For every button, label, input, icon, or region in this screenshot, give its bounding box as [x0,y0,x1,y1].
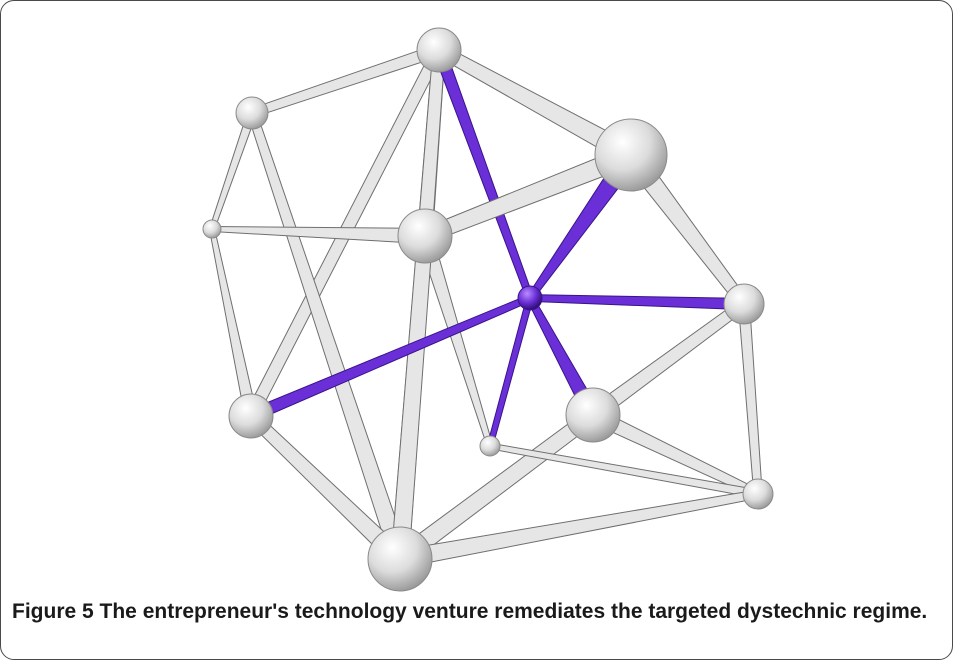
highlighted-edge-n-hub-n-small-mid [486,296,534,448]
node-n-small-mid [479,435,501,457]
hub-node-n-hub [517,285,543,311]
edge-n-left-small-n-center [211,226,426,245]
node-n-center [397,208,453,264]
node-n-top [416,27,462,73]
node-n-lower-right [742,478,774,510]
caption-text: The entrepreneur's technology venture re… [93,600,928,623]
node-n-right [723,283,765,325]
caption-label: Figure 5 [12,600,94,623]
edges-layer [209,43,763,569]
figure-caption: Figure 5 The entrepreneur's technology v… [12,600,947,624]
node-n-large-right [594,118,668,192]
node-n-left-small [202,219,222,239]
edge-n-right-n-lower-right [737,303,763,495]
highlighted-edge-n-hub-n-lower-left [248,294,532,423]
node-n-lower-left [228,393,274,439]
network-diagram [202,27,774,592]
highlighted-edge-n-hub-n-right [529,294,745,311]
edge-n-center-n-bottom [390,234,433,561]
node-n-bottom [367,526,433,592]
edge-n-left-small-n-lower-left [209,228,258,418]
network-figure [202,27,774,592]
node-n-upper-left [235,96,269,130]
nodes-layer [202,27,774,592]
node-n-lower-mid [565,387,621,443]
